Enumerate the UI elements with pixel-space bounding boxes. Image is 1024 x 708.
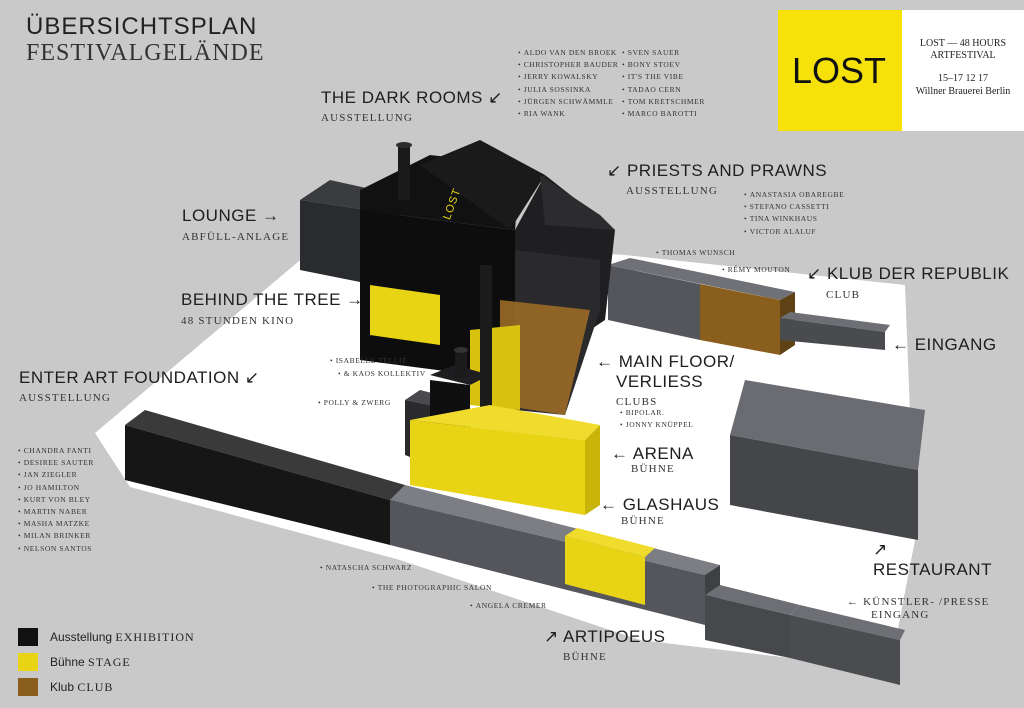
type-lounge: ABFÜLL-ANLAGE bbox=[182, 231, 290, 243]
artist-kaos-kollektiv: & KAOS KOLLEKTIV bbox=[338, 369, 426, 378]
artist-angela-cremer: ANGELA CREMER bbox=[470, 601, 547, 610]
label-klub-der-republik: ↙ KLUB DER REPUBLIK bbox=[807, 264, 1010, 283]
artist: BIPOLAR. bbox=[620, 407, 693, 419]
legend-en: EXHIBITION bbox=[115, 630, 195, 644]
artist-remy-mouton: RÉMY MOUTON bbox=[722, 265, 790, 274]
type-dark-rooms: AUSSTELLUNG bbox=[321, 112, 414, 124]
artist: MASHA MATZKE bbox=[18, 518, 94, 530]
legend-de: Bühne bbox=[50, 655, 85, 669]
label-kuenstler-eingang: EINGANG bbox=[871, 609, 930, 621]
artist-thomas-wunsch: THOMAS WUNSCH bbox=[656, 248, 735, 257]
legend-de: Klub bbox=[50, 680, 75, 694]
artist: JAN ZIEGLER bbox=[18, 469, 94, 481]
type-priests-and-prawns: AUSSTELLUNG bbox=[626, 185, 719, 197]
label-eingang: ← EINGANG bbox=[892, 335, 997, 354]
artist: JÜRGEN SCHWÄMMLE bbox=[518, 96, 618, 108]
label-main-floor: ← MAIN FLOOR/ bbox=[596, 352, 735, 371]
lost-logo-box bbox=[778, 10, 902, 131]
artist: KURT VON BLEY bbox=[18, 494, 94, 506]
building-arena bbox=[410, 405, 600, 515]
artist: MARCO BAROTTI bbox=[622, 108, 705, 120]
type-behind-the-tree: 48 STUNDEN KINO bbox=[181, 315, 295, 327]
type-arena: BÜHNE bbox=[631, 463, 675, 475]
artist: DESIREE SAUTER bbox=[18, 457, 94, 469]
type-glashaus: BÜHNE bbox=[621, 515, 665, 527]
building-restaurant bbox=[730, 380, 925, 540]
artists-main-floor: BIPOLAR. JONNY KNÜPPEL bbox=[620, 407, 693, 431]
artist: VICTOR ALALUF bbox=[744, 226, 844, 238]
label-artipoeus: ↗ ARTIPOEUS bbox=[544, 627, 666, 646]
artists-dark-rooms-1: ALDO VAN DEN BROEK CHRISTOPHER BAUDER JE… bbox=[518, 47, 618, 120]
label-enter-art-foundation: ENTER ART FOUNDATION ↙ bbox=[19, 368, 260, 387]
artist: MARTIN NABER bbox=[18, 506, 94, 518]
artist: JULIA SOSSINKA bbox=[518, 84, 618, 96]
artist-polly-zwerg: POLLY & ZWERG bbox=[318, 398, 391, 407]
label-behind-the-tree: BEHIND THE TREE → bbox=[181, 290, 364, 309]
artist: JO HAMILTON bbox=[18, 482, 94, 494]
artists-enter-art: CHANDRA FANTI DESIREE SAUTER JAN ZIEGLER… bbox=[18, 445, 94, 555]
artist: SVEN SAUER bbox=[622, 47, 705, 59]
artists-dark-rooms-2: SVEN SAUER BONY STOEV IT'S THE VIBE TADA… bbox=[622, 47, 705, 120]
artipoeus-stage bbox=[565, 528, 655, 557]
event-line2: ARTFESTIVAL bbox=[930, 50, 996, 61]
legend-swatch-club bbox=[18, 678, 38, 696]
label-priests-and-prawns: ↙ PRIESTS AND PRAWNS bbox=[607, 161, 828, 180]
type-main-floor: CLUBS bbox=[616, 396, 658, 408]
type-enter-art-foundation: AUSSTELLUNG bbox=[19, 392, 112, 404]
type-klub-der-republik: CLUB bbox=[826, 289, 861, 301]
label-dark-rooms: THE DARK ROOMS ↙ bbox=[321, 88, 503, 107]
event-dates: 15–17 12 17 bbox=[938, 73, 988, 84]
legend-en: CLUB bbox=[77, 680, 114, 694]
artist-photographic-salon: THE PHOTOGRAPHIC SALON bbox=[372, 583, 492, 592]
restaurant-arrow: ↗ bbox=[873, 540, 888, 559]
artist: JONNY KNÜPPEL bbox=[620, 419, 693, 431]
artist: TADAO CERN bbox=[622, 84, 705, 96]
artist-natascha-schwarz: NATASCHA SCHWARZ bbox=[320, 563, 412, 572]
artist: JERRY KOWALSKY bbox=[518, 71, 618, 83]
artist: CHRISTOPHER BAUDER bbox=[518, 59, 618, 71]
building-kuenstler-eingang bbox=[705, 585, 905, 685]
building-main-floor bbox=[405, 265, 492, 465]
artist: CHANDRA FANTI bbox=[18, 445, 94, 457]
label-arena: ← ARENA bbox=[611, 444, 694, 463]
legend-swatch-stage bbox=[18, 653, 38, 671]
map-title: ÜBERSICHTSPLAN bbox=[26, 13, 258, 40]
artist: BONY STOEV bbox=[622, 59, 705, 71]
artists-priests: ANASTASIA OBAREGBE STEFANO CASSETTI TINA… bbox=[744, 189, 844, 238]
event-info-box bbox=[902, 10, 1024, 131]
legend-swatch-exhibition bbox=[18, 628, 38, 646]
label-restaurant: RESTAURANT bbox=[873, 560, 992, 579]
artist: MILAN BRINKER bbox=[18, 530, 94, 542]
artist: TINA WINKHAUS bbox=[744, 213, 844, 225]
type-artipoeus: BÜHNE bbox=[563, 651, 607, 663]
artist-isabelle-tellie: ISABELLE TELLIÉ bbox=[330, 356, 407, 365]
label-glashaus: ← GLASHAUS bbox=[600, 495, 720, 514]
artist: IT'S THE VIBE bbox=[622, 71, 705, 83]
building-klub-der-republik bbox=[608, 258, 890, 355]
building-artipoeus-gallery bbox=[390, 485, 720, 625]
label-lounge: LOUNGE → bbox=[182, 206, 280, 225]
legend-de: Ausstellung bbox=[50, 630, 113, 644]
map-subtitle: FESTIVALGELÄNDE bbox=[26, 40, 265, 66]
artist: STEFANO CASSETTI bbox=[744, 201, 844, 213]
lost-logo: LOST bbox=[792, 50, 887, 91]
label-kuenstler-presse: ← KÜNSTLER- /PRESSE bbox=[847, 596, 990, 608]
legend-en: STAGE bbox=[88, 655, 131, 669]
artist: ANASTASIA OBAREGBE bbox=[744, 189, 844, 201]
event-line1: LOST — 48 HOURS bbox=[919, 38, 1007, 49]
event-venue: Willner Brauerei Berlin bbox=[915, 86, 1011, 97]
artist: TOM KRETSCHMER bbox=[622, 96, 705, 108]
label-verliess: VERLIESS bbox=[616, 372, 704, 391]
artist: NELSON SANTOS bbox=[18, 543, 94, 555]
artist: RIA WANK bbox=[518, 108, 618, 120]
artist: ALDO VAN DEN BROEK bbox=[518, 47, 618, 59]
